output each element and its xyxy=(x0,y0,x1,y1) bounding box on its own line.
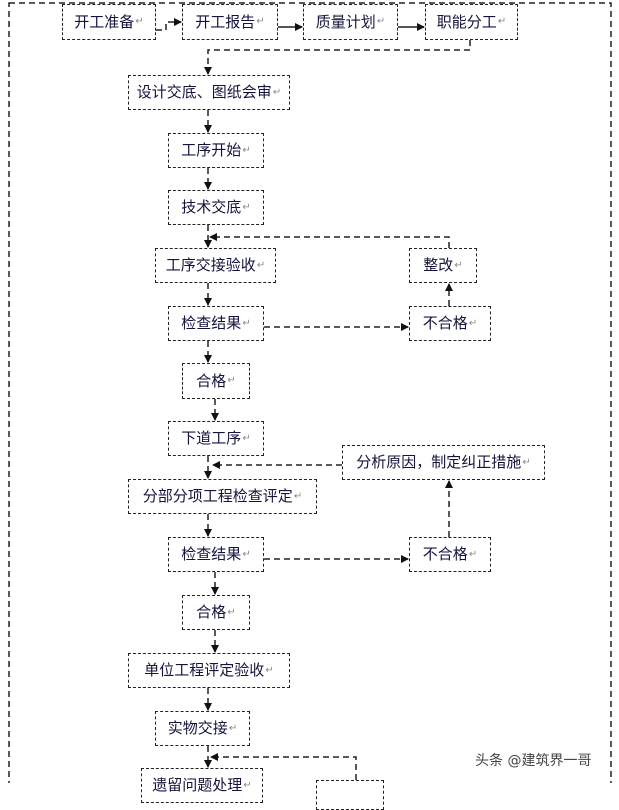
watermark: 头条 @建筑界一哥 xyxy=(475,753,592,769)
node-label: 遗留问题处理 xyxy=(152,776,243,794)
node-label: 不合格 xyxy=(422,545,468,563)
node-label: 下道工序 xyxy=(181,429,242,447)
flow-node-zhenggai: 整改↵ xyxy=(409,248,477,283)
node-label: 实物交接 xyxy=(167,719,228,737)
node-label: 工序开始 xyxy=(181,141,242,159)
node-label: 技术交底 xyxy=(181,198,242,216)
paragraph-mark-icon: ↵ xyxy=(227,606,236,618)
node-label: 开工报告 xyxy=(195,12,256,31)
flow-node-jiancha-jieguo-2: 检查结果↵ xyxy=(168,537,264,572)
paragraph-mark-icon: ↵ xyxy=(242,432,251,444)
paragraph-mark-icon: ↵ xyxy=(376,16,386,27)
flow-arrow-partial-box-to-yiliu-wenti xyxy=(210,753,357,780)
node-label: 合格 xyxy=(196,603,227,621)
paragraph-mark-icon: ↵ xyxy=(468,317,478,329)
paragraph-mark-icon: ↵ xyxy=(454,259,463,271)
node-label: 分部分项工程检查评定 xyxy=(142,487,293,505)
node-label: 职能分工 xyxy=(436,12,497,31)
flow-node-yiliu-wenti: 遗留问题处理↵ xyxy=(141,768,263,803)
flow-node-shiwu-jiaojie: 实物交接↵ xyxy=(155,711,250,746)
flow-node-zhineng-fengong: 职能分工↵ xyxy=(425,4,518,40)
flow-node-buhege-1: 不合格↵ xyxy=(409,306,491,341)
paragraph-mark-icon: ↵ xyxy=(293,490,303,502)
node-label: 质量计划 xyxy=(315,12,376,31)
flow-node-zhiliang-jihua: 质量计划↵ xyxy=(303,4,398,40)
flow-node-hege-2: 合格↵ xyxy=(182,595,250,630)
paragraph-mark-icon: ↵ xyxy=(256,259,266,271)
paragraph-mark-icon: ↵ xyxy=(256,16,265,27)
paragraph-mark-icon: ↵ xyxy=(272,86,282,98)
node-label: 检查结果 xyxy=(181,314,242,332)
node-label: 开工准备 xyxy=(74,12,135,31)
paragraph-mark-icon: ↵ xyxy=(265,664,274,676)
paragraph-mark-icon: ↵ xyxy=(243,779,252,791)
paragraph-mark-icon: ↵ xyxy=(242,144,251,156)
flow-node-kaigong-zhunbei: 开工准备↵ xyxy=(62,4,156,40)
flow-node-jiancha-jieguo-1: 检查结果↵ xyxy=(168,306,264,341)
flow-node-hege-1: 合格↵ xyxy=(182,363,250,399)
flow-arrow-zhineng-fengong-to-sheji-jiaodi xyxy=(204,40,471,75)
outer-frame xyxy=(8,2,612,783)
flow-node-sheji-jiaodi: 设计交底、图纸会审↵ xyxy=(128,75,290,110)
flow-node-buhege-2: 不合格↵ xyxy=(409,537,491,572)
paragraph-mark-icon: ↵ xyxy=(227,375,236,386)
flow-arrow-zhenggai-to-gongxu-jiaojie xyxy=(209,233,450,248)
flow-node-jishu-jiaodi: 技术交底↵ xyxy=(168,190,264,225)
flow-node-kaigong-baogao: 开工报告↵ xyxy=(182,4,278,40)
paragraph-mark-icon: ↵ xyxy=(135,16,144,27)
node-label: 设计交底、图纸会审 xyxy=(136,83,272,101)
paragraph-mark-icon: ↵ xyxy=(468,548,478,560)
flow-node-gongxu-kaishi: 工序开始↵ xyxy=(168,133,264,168)
flow-node-fenbu-fenxiang: 分部分项工程检查评定↵ xyxy=(128,479,317,514)
paragraph-mark-icon: ↵ xyxy=(522,456,531,468)
flow-arrow-kaigong-zhunbei-to-kaigong-baogao xyxy=(156,18,182,31)
node-label: 分析原因，制定纠正措施 xyxy=(356,453,522,471)
flow-node-gongxu-jiaojie: 工序交接验收↵ xyxy=(155,248,276,283)
node-label: 不合格 xyxy=(422,314,468,332)
flow-node-danwei-gongcheng: 单位工程评定验收↵ xyxy=(128,653,290,688)
paragraph-mark-icon: ↵ xyxy=(497,16,507,27)
node-label: 检查结果 xyxy=(181,545,242,563)
paragraph-mark-icon: ↵ xyxy=(242,548,251,560)
paragraph-mark-icon: ↵ xyxy=(242,201,251,213)
paragraph-mark-icon: ↵ xyxy=(228,722,238,734)
flow-node-partial-box xyxy=(316,780,384,810)
flow-node-xiadao-gongxu: 下道工序↵ xyxy=(168,421,264,456)
node-label: 单位工程评定验收 xyxy=(144,661,265,679)
node-label: 工序交接验收 xyxy=(165,256,256,274)
paragraph-mark-icon: ↵ xyxy=(242,317,251,329)
flowchart-canvas xyxy=(8,2,612,783)
node-label: 合格 xyxy=(196,371,227,390)
flow-node-fenxi-yuanyin: 分析原因，制定纠正措施↵ xyxy=(342,445,545,480)
node-label: 整改 xyxy=(423,256,454,274)
